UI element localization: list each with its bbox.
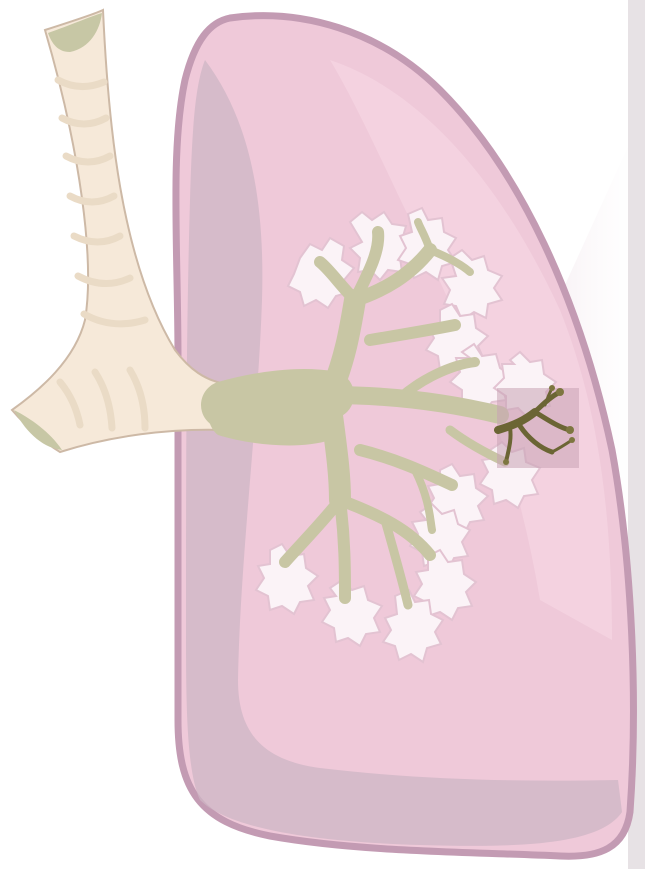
lung-illustration	[0, 0, 645, 869]
lung-diagram	[0, 0, 645, 869]
